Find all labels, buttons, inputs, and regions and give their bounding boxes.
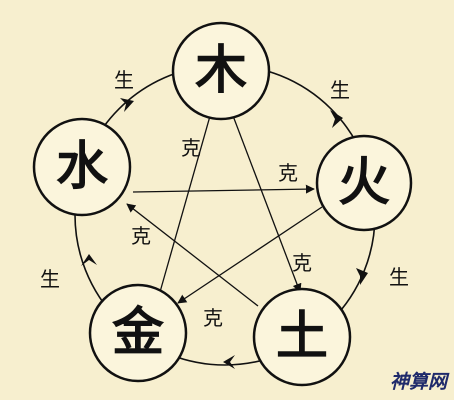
generating-label-metal-water: 生 [40, 267, 60, 291]
generating-label-wood-fire: 生 [330, 78, 350, 102]
generating-label-fire-earth: 生 [389, 265, 409, 289]
element-node-metal: 金 [88, 283, 188, 383]
watermark-text: 神算网 [390, 371, 450, 393]
generating-arrow-metal-water [81, 254, 97, 266]
generating-arrow-fire-earth [356, 268, 368, 285]
element-node-fire: 火 [315, 134, 413, 232]
overcoming-line-wood-earth [226, 99, 302, 293]
overcoming-line-earth-water [126, 203, 259, 307]
element-circle-fire [315, 134, 413, 232]
overcoming-label-metal-wood: 克 [181, 136, 201, 160]
element-node-wood: 木 [171, 21, 271, 121]
element-circle-water [32, 117, 132, 217]
generating-arrow-earth-metal [223, 355, 235, 369]
overcoming-label-fire-metal: 克 [203, 306, 223, 330]
overcoming-line-fire-metal [177, 206, 323, 304]
element-label-fire: 火 [338, 153, 390, 213]
overcoming-label-wood-earth: 克 [292, 251, 312, 275]
element-node-water: 水 [32, 117, 132, 217]
element-label-wood: 木 [195, 41, 247, 101]
generating-arrow-water-wood [120, 98, 134, 112]
generating-label-water-wood: 生 [114, 68, 134, 92]
element-circle-metal [88, 283, 188, 383]
element-label-water: 水 [56, 137, 109, 197]
overcoming-line-metal-wood [159, 101, 217, 293]
generating-arrow-wood-fire [330, 110, 343, 128]
overcoming-label-water-fire: 克 [278, 161, 298, 185]
element-circle-wood [171, 21, 271, 121]
element-label-metal: 金 [111, 303, 165, 363]
overcoming-label-earth-water: 克 [131, 224, 151, 248]
element-label-earth: 土 [276, 307, 328, 367]
element-node-earth: 土 [252, 287, 352, 387]
overcoming-line-water-fire [132, 184, 315, 194]
element-circle-earth [252, 287, 352, 387]
